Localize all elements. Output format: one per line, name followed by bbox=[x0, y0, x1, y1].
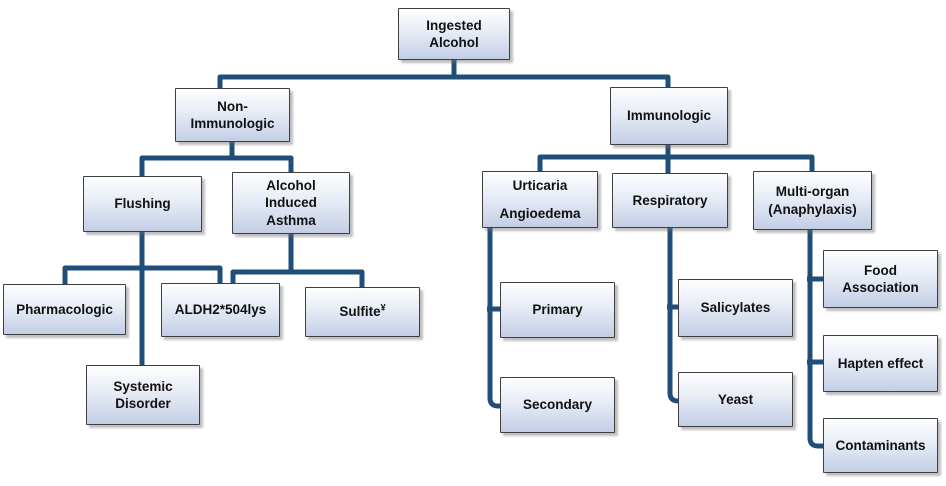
node-respiratory-label: Respiratory bbox=[632, 192, 708, 208]
node-contaminants-label: Contaminants bbox=[835, 437, 926, 453]
node-respiratory: Respiratory bbox=[612, 173, 728, 228]
node-pharmacologic: Pharmacologic bbox=[3, 284, 126, 335]
node-ingested-alcohol-label: Ingested Alcohol bbox=[426, 17, 482, 50]
node-alcohol-induced-asthma-label: Alcohol Induced Asthma bbox=[265, 178, 317, 228]
edge-respiratory-vertical bbox=[667, 225, 683, 404]
node-aldh2-504lys-label: ALDH2*504lys bbox=[174, 302, 267, 318]
node-hapten-effect: Hapten effect bbox=[823, 335, 938, 392]
node-urticaria-angioedema-label: Urticaria Angioedema bbox=[499, 177, 581, 221]
node-yeast-label: Yeast bbox=[717, 391, 754, 407]
edge-multiorgan-vertical bbox=[807, 227, 827, 449]
node-alcohol-induced-asthma: Alcohol Induced Asthma bbox=[232, 172, 350, 234]
edge-nonimmunologic-bar bbox=[139, 155, 294, 178]
edge-immunologic-bar bbox=[537, 154, 815, 176]
node-primary-label: Primary bbox=[532, 302, 583, 318]
node-flushing: Flushing bbox=[83, 176, 202, 232]
node-yeast: Yeast bbox=[678, 372, 793, 427]
node-immunologic: Immunologic bbox=[610, 87, 728, 145]
node-food-association: Food Association bbox=[823, 250, 938, 308]
node-sulfite-label: Sulfite¥ bbox=[339, 302, 386, 320]
node-immunologic-label: Immunologic bbox=[627, 108, 711, 124]
sulfite-footnote-mark: ¥ bbox=[380, 302, 386, 313]
node-ingested-alcohol: Ingested Alcohol bbox=[398, 8, 510, 60]
node-pharmacologic-label: Pharmacologic bbox=[16, 301, 113, 317]
edge-root-bar bbox=[217, 74, 671, 96]
node-non-immunologic: Non- Immunologic bbox=[175, 88, 290, 142]
node-food-association-label: Food Association bbox=[842, 262, 919, 295]
edge-urticaria-vertical bbox=[487, 225, 504, 409]
node-systemic-disorder-label: Systemic Disorder bbox=[113, 378, 173, 411]
node-multi-organ-anaphylaxis: Multi-organ (Anaphylaxis) bbox=[753, 171, 872, 230]
node-primary: Primary bbox=[500, 282, 615, 338]
node-salicylates-label: Salicylates bbox=[700, 300, 771, 316]
node-aldh2-504lys: ALDH2*504lys bbox=[161, 283, 280, 337]
node-non-immunologic-label: Non- Immunologic bbox=[190, 98, 275, 131]
node-systemic-disorder: Systemic Disorder bbox=[86, 365, 200, 425]
node-flushing-label: Flushing bbox=[114, 196, 171, 212]
node-urticaria-angioedema: Urticaria Angioedema bbox=[482, 171, 598, 228]
node-sulfite: Sulfite¥ bbox=[305, 287, 420, 337]
node-hapten-effect-label: Hapten effect bbox=[837, 355, 924, 371]
node-secondary-label: Secondary bbox=[522, 397, 593, 413]
node-multi-organ-anaphylaxis-label: Multi-organ (Anaphylaxis) bbox=[768, 184, 857, 217]
edge-asthma-bar bbox=[230, 269, 365, 292]
node-contaminants: Contaminants bbox=[823, 418, 938, 473]
node-salicylates: Salicylates bbox=[678, 279, 793, 337]
node-secondary: Secondary bbox=[500, 377, 615, 433]
edge-flushing-bar bbox=[62, 265, 223, 290]
